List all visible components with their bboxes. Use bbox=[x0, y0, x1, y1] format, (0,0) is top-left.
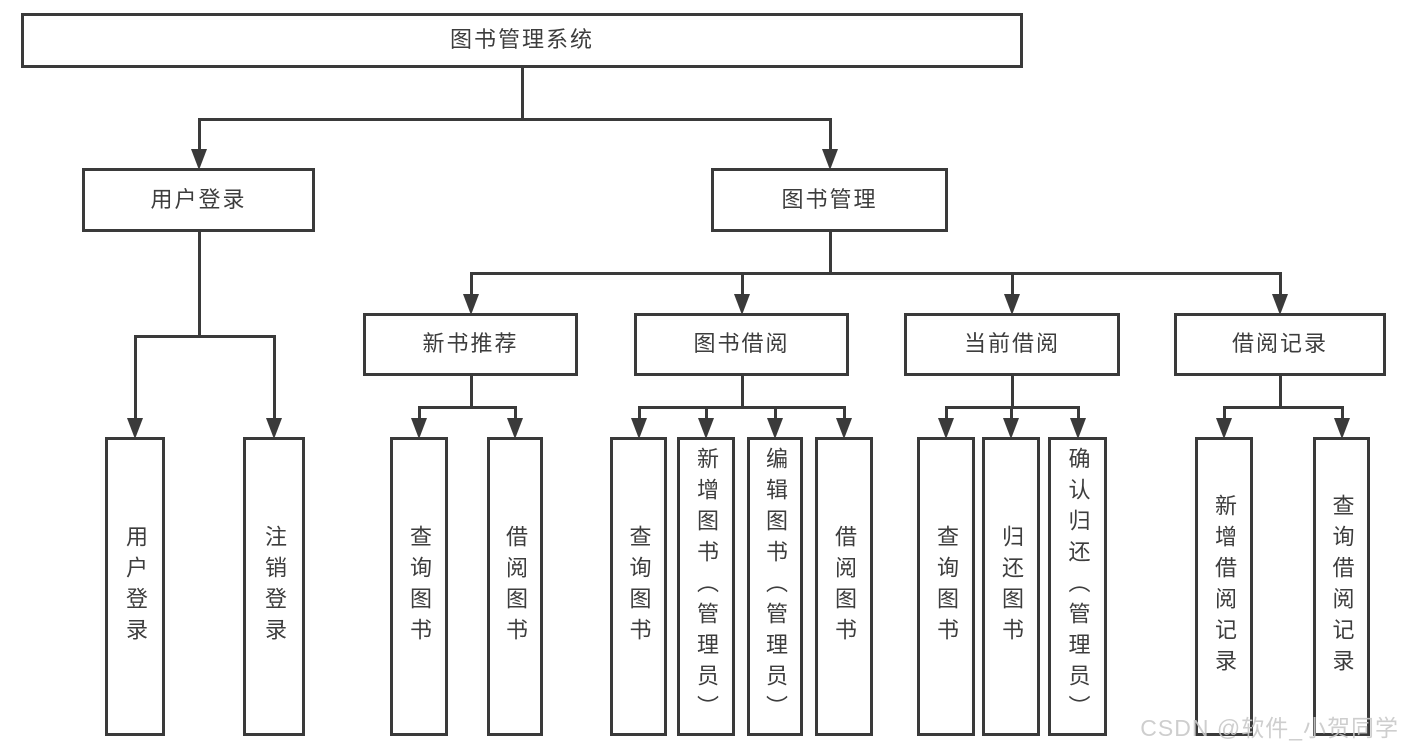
connector-stem bbox=[741, 375, 744, 409]
arrowhead-icon bbox=[266, 418, 282, 439]
arrowhead-icon bbox=[767, 418, 783, 439]
node-label: 编辑图书（管理员） bbox=[763, 447, 788, 726]
node-label: 图书管理系统 bbox=[449, 27, 594, 53]
watermark: CSDN @软件_小贺同学 bbox=[1140, 715, 1399, 741]
connector-drop bbox=[741, 272, 744, 298]
connector-drop bbox=[705, 406, 708, 422]
diagram-node-b1: 查询图书 bbox=[610, 437, 667, 736]
connector-drop bbox=[198, 118, 201, 153]
connector-drop bbox=[843, 406, 846, 422]
connector-drop bbox=[1011, 272, 1014, 298]
connector-drop bbox=[1010, 406, 1013, 422]
connector-drop bbox=[638, 406, 641, 422]
diagram-node-book-mgmt: 图书管理 bbox=[711, 168, 948, 232]
node-label: 借阅图书 bbox=[503, 524, 528, 649]
node-label: 借阅图书 bbox=[832, 524, 857, 649]
arrowhead-icon bbox=[191, 149, 207, 170]
connector-stem bbox=[1011, 375, 1014, 409]
diagram-node-r1: 新增借阅记录 bbox=[1195, 437, 1253, 736]
diagram-node-c2: 归还图书 bbox=[982, 437, 1040, 736]
diagram-node-u2: 注销登录 bbox=[243, 437, 305, 736]
arrowhead-icon bbox=[507, 418, 523, 439]
diagram-node-current-borrow: 当前借阅 bbox=[904, 313, 1120, 376]
diagram-node-c3: 确认归还（管理员） bbox=[1048, 437, 1107, 736]
diagram-node-root: 图书管理系统 bbox=[21, 13, 1023, 68]
connector-drop bbox=[1223, 406, 1226, 422]
diagram-node-borrow-record: 借阅记录 bbox=[1174, 313, 1386, 376]
arrowhead-icon bbox=[1070, 418, 1086, 439]
connector-stem bbox=[470, 375, 473, 409]
arrowhead-icon bbox=[836, 418, 852, 439]
diagram-node-user-login: 用户登录 bbox=[82, 168, 315, 232]
node-label: 用户登录 bbox=[150, 186, 247, 212]
connector-stem bbox=[829, 231, 832, 275]
connector-rail bbox=[638, 406, 846, 409]
node-label: 查询图书 bbox=[407, 524, 432, 649]
node-label: 注销登录 bbox=[262, 524, 287, 649]
connector-drop bbox=[945, 406, 948, 422]
arrowhead-icon bbox=[734, 294, 750, 315]
node-label: 新增图书（管理员） bbox=[694, 447, 719, 726]
node-label: 用户登录 bbox=[123, 524, 148, 649]
connector-drop bbox=[1279, 272, 1282, 298]
arrowhead-icon bbox=[1004, 294, 1020, 315]
connector-rail bbox=[134, 335, 276, 338]
diagram-node-u1: 用户登录 bbox=[105, 437, 165, 736]
node-label: 新增借阅记录 bbox=[1212, 493, 1237, 680]
arrowhead-icon bbox=[698, 418, 714, 439]
diagram-node-b2: 新增图书（管理员） bbox=[677, 437, 735, 736]
connector-drop bbox=[514, 406, 517, 422]
connector-drop bbox=[470, 272, 473, 298]
diagram-node-r2: 查询借阅记录 bbox=[1313, 437, 1370, 736]
arrowhead-icon bbox=[411, 418, 427, 439]
diagram-node-b3: 编辑图书（管理员） bbox=[747, 437, 803, 736]
connector-drop bbox=[418, 406, 421, 422]
node-label: 确认归还（管理员） bbox=[1065, 447, 1091, 726]
arrowhead-icon bbox=[938, 418, 954, 439]
diagram-node-b4: 借阅图书 bbox=[815, 437, 873, 736]
diagram-node-book-borrow: 图书借阅 bbox=[634, 313, 849, 376]
connector-drop bbox=[1077, 406, 1080, 422]
connector-stem bbox=[1279, 375, 1282, 409]
connector-drop bbox=[134, 335, 137, 422]
node-label: 借阅记录 bbox=[1231, 331, 1328, 357]
arrowhead-icon bbox=[822, 149, 838, 170]
diagram-node-n1: 查询图书 bbox=[390, 437, 448, 736]
connector-drop bbox=[1341, 406, 1344, 422]
diagram-node-n2: 借阅图书 bbox=[487, 437, 543, 736]
node-label: 图书借阅 bbox=[693, 331, 790, 357]
connector-drop bbox=[774, 406, 777, 422]
arrowhead-icon bbox=[127, 418, 143, 439]
node-label: 归还图书 bbox=[999, 524, 1024, 649]
connector-rail bbox=[198, 118, 832, 121]
connector-rail bbox=[470, 272, 1282, 275]
diagram-node-new-book-rec: 新书推荐 bbox=[363, 313, 578, 376]
node-label: 当前借阅 bbox=[963, 331, 1060, 357]
node-label: 查询图书 bbox=[626, 524, 652, 649]
arrowhead-icon bbox=[1216, 418, 1232, 439]
arrowhead-icon bbox=[1334, 418, 1350, 439]
node-label: 新书推荐 bbox=[422, 331, 519, 357]
connector-rail bbox=[418, 406, 517, 409]
node-label: 查询借阅记录 bbox=[1329, 493, 1355, 680]
arrowhead-icon bbox=[631, 418, 647, 439]
connector-stem bbox=[521, 67, 524, 121]
connector-drop bbox=[829, 118, 832, 153]
node-label: 查询图书 bbox=[934, 524, 959, 649]
connector-drop bbox=[273, 335, 276, 422]
node-label: 图书管理 bbox=[781, 186, 878, 212]
arrowhead-icon bbox=[1272, 294, 1288, 315]
connector-stem bbox=[198, 231, 201, 338]
arrowhead-icon bbox=[1003, 418, 1019, 439]
diagram-node-c1: 查询图书 bbox=[917, 437, 975, 736]
connector-rail bbox=[1223, 406, 1344, 409]
arrowhead-icon bbox=[463, 294, 479, 315]
